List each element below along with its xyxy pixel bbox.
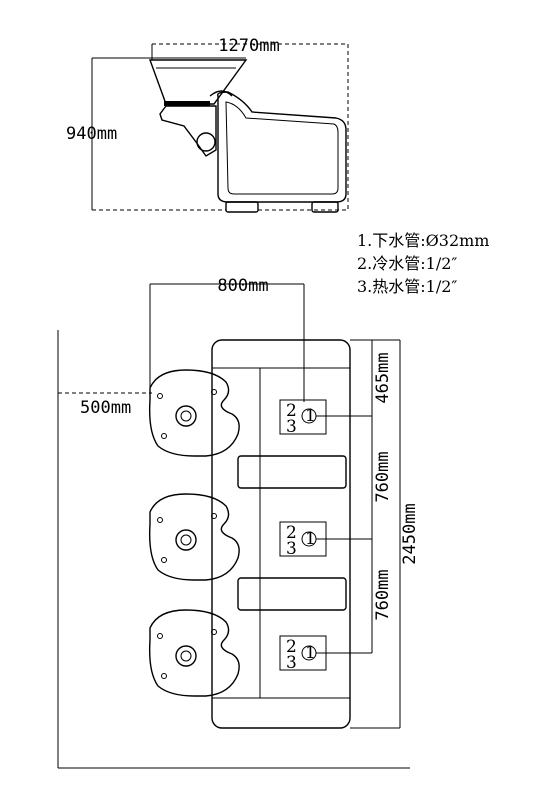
- pipe-label-cold: 2: [286, 637, 297, 657]
- plan-view: 800mm 500mm 2 3 1 2 3 1 2 3 1: [57, 276, 420, 769]
- pipe-spacing-dimension-2: 760mm: [373, 569, 393, 620]
- pipe-label-hot: 3: [286, 539, 297, 559]
- basin-2: [148, 493, 240, 581]
- pipe-label-drain: 1: [305, 643, 316, 663]
- offset-dimension: 500mm: [80, 398, 131, 418]
- pipe-label-cold: 2: [286, 523, 297, 543]
- total-length-dimension: 2450mm: [400, 503, 420, 564]
- legend-item-cold: 2.冷水管:1/2″: [357, 254, 457, 273]
- pipe-label-drain: 1: [305, 529, 316, 549]
- side-elevation: 1270mm 940mm: [66, 36, 349, 213]
- pipe-label-drain: 1: [305, 406, 316, 426]
- basin-1: [148, 369, 240, 457]
- pipe-label-hot: 3: [286, 653, 297, 673]
- legend-item-drain: 1.下水管:Ø32mm: [357, 231, 489, 250]
- pipe-spacing-dimension-1: 760mm: [373, 451, 393, 502]
- pipe-label-cold: 2: [286, 401, 297, 421]
- height-dimension: 940mm: [66, 124, 117, 144]
- spacing-dimension: 800mm: [217, 276, 268, 296]
- pipe-label-hot: 3: [286, 417, 297, 437]
- basin-3: [148, 609, 240, 697]
- width-dimension: 1270mm: [218, 36, 279, 56]
- first-pipe-dimension: 465mm: [373, 352, 393, 403]
- pipe-legend: 1.下水管:Ø32mm 2.冷水管:1/2″ 3.热水管:1/2″: [357, 231, 489, 296]
- legend-item-hot: 3.热水管:1/2″: [357, 277, 457, 296]
